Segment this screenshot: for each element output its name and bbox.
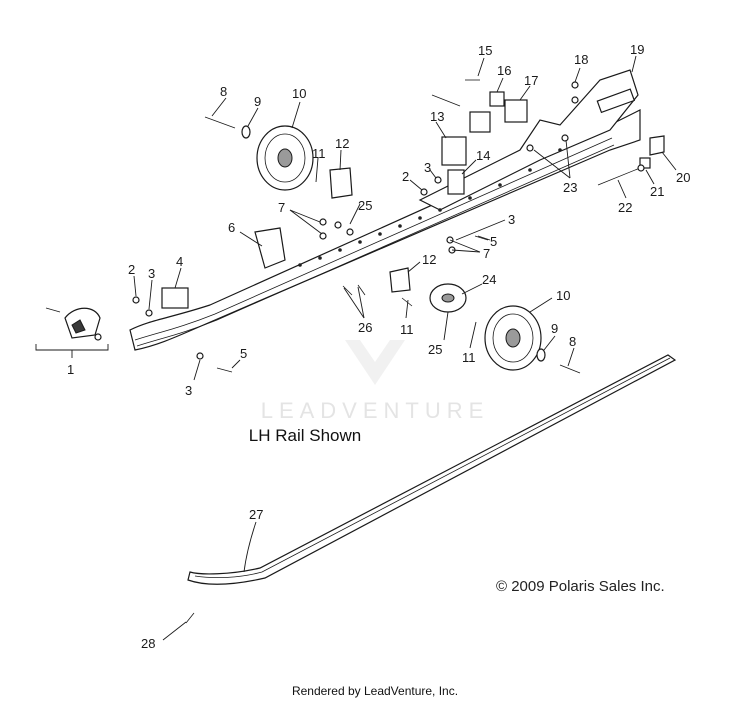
callout-27: 27	[243, 507, 263, 573]
callout-label: 11	[312, 146, 326, 161]
callout-21: 21	[645, 169, 664, 199]
callout-label: 18	[574, 52, 588, 67]
callout-label: 10	[292, 86, 306, 101]
callout-label: 8	[569, 334, 576, 349]
callout-4: 4	[174, 254, 183, 289]
callout-label: 22	[618, 200, 632, 215]
callout-7b: 7	[449, 239, 490, 261]
callout-7a: 7	[278, 200, 323, 235]
callout-16: 16	[496, 63, 511, 93]
callout-label: 21	[650, 184, 664, 199]
callout-label: 3	[424, 160, 431, 175]
callout-6: 6	[228, 220, 263, 247]
callout-11a: 11	[312, 146, 326, 183]
callout-3a: 3	[148, 266, 155, 310]
hardware	[45, 79, 665, 624]
callout-label: 7	[483, 246, 490, 261]
callout-3d: 3	[185, 359, 201, 398]
callout-label: 14	[476, 148, 490, 163]
callout-label: 9	[551, 321, 558, 336]
callout-3b: 3	[424, 160, 437, 179]
wheel-upper	[256, 125, 314, 191]
callout-20: 20	[661, 151, 690, 185]
callout-label: 13	[430, 109, 444, 124]
callout-label: 5	[240, 346, 247, 361]
callout-10b: 10	[529, 288, 570, 313]
callout-label: 25	[358, 198, 372, 213]
callout-2b: 2	[402, 169, 423, 191]
callout-17: 17	[519, 73, 538, 101]
callout-label: 12	[335, 136, 349, 151]
callout-22: 22	[617, 179, 632, 215]
callout-label: 7	[278, 200, 285, 215]
callout-label: 9	[254, 94, 261, 109]
callout-label: 6	[228, 220, 235, 235]
callout-8a: 8	[211, 84, 227, 117]
callout-26: 26	[343, 286, 372, 335]
callout-label: 2	[402, 169, 409, 184]
callout-14: 14	[461, 148, 490, 175]
callout-25b: 25	[428, 311, 449, 357]
callout-label: 8	[220, 84, 227, 99]
callout-label: 3	[508, 212, 515, 227]
callout-label: 4	[176, 254, 183, 269]
callout-19: 19	[630, 42, 644, 73]
callout-label: 15	[478, 43, 492, 58]
callout-8b: 8	[567, 334, 576, 367]
callout-5b: 5	[231, 346, 247, 369]
callout-label: 1	[67, 362, 74, 377]
footer-credit: Rendered by LeadVenture, Inc.	[291, 684, 459, 698]
callout-12a: 12	[335, 136, 349, 171]
callout-label: 3	[185, 383, 192, 398]
callout-1: 1	[35, 344, 109, 377]
callout-label: 10	[556, 288, 570, 303]
callout-11c: 11	[462, 321, 477, 365]
callout-25a: 25	[349, 198, 372, 225]
watermark-chevron	[345, 340, 405, 385]
callout-label: 11	[400, 322, 414, 337]
callout-10a: 10	[291, 86, 306, 129]
callout-label: 5	[490, 234, 497, 249]
callout-2a: 2	[128, 262, 137, 297]
callout-label: 16	[497, 63, 511, 78]
callout-label: 12	[422, 252, 436, 267]
callout-12b: 12	[407, 252, 436, 273]
callout-label: 23	[563, 180, 577, 195]
callout-15: 15	[477, 43, 492, 77]
callout-label: 20	[676, 170, 690, 185]
watermark-logo: LEADVENTURE	[260, 398, 490, 423]
callout-23: 23	[533, 139, 577, 195]
callout-label: 25	[428, 342, 442, 357]
rail-tip	[64, 307, 102, 341]
callout-label: 26	[358, 320, 372, 335]
wear-strip	[187, 354, 677, 585]
wheel-lower	[484, 305, 542, 371]
callout-9b: 9	[543, 321, 558, 351]
callout-label: 24	[482, 272, 496, 287]
callout-label: 2	[128, 262, 135, 277]
callout-label: 11	[462, 350, 476, 365]
callout-3c: 3	[455, 212, 515, 241]
callout-5a: 5	[474, 234, 497, 249]
callout-24: 24	[461, 272, 496, 295]
callout-label: 3	[148, 266, 155, 281]
copyright-notice: © 2009 Polaris Sales Inc.	[496, 578, 665, 595]
diagram-caption: LH Rail Shown	[248, 426, 362, 445]
callout-label: 28	[141, 636, 155, 651]
callout-label: 17	[524, 73, 538, 88]
callout-13: 13	[430, 109, 447, 139]
callout-18: 18	[574, 52, 588, 83]
callout-28: 28	[141, 621, 187, 651]
upper-rail	[129, 69, 641, 351]
callout-11b: 11	[400, 299, 414, 337]
callout-label: 19	[630, 42, 644, 57]
callout-label: 27	[249, 507, 263, 522]
callout-9a: 9	[247, 94, 261, 127]
